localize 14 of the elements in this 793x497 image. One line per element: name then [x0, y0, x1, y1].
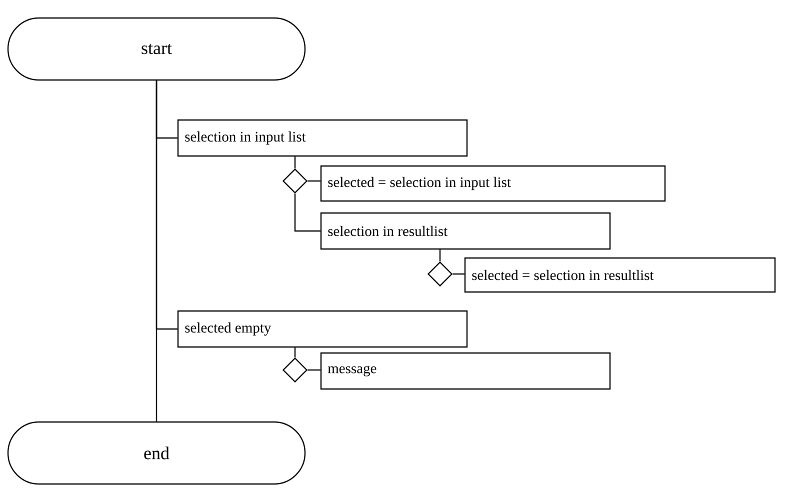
connector-line: [156, 80, 178, 330]
connector-line: [308, 369, 320, 371]
process-box: selection in input list: [177, 119, 468, 157]
connector-line: [294, 348, 296, 358]
connector-line: [452, 273, 464, 275]
process-box: message: [320, 352, 611, 390]
process-box: selected empty: [177, 310, 468, 348]
connector-line: [294, 194, 320, 232]
process-box: selected = selection in input list: [320, 165, 666, 202]
process-box: selected = selection in resultlist: [464, 257, 776, 293]
connector-line: [439, 250, 441, 262]
connector-line: [308, 180, 320, 182]
connector-line: [294, 156, 296, 168]
process-box: selection in resultlist: [320, 212, 611, 250]
